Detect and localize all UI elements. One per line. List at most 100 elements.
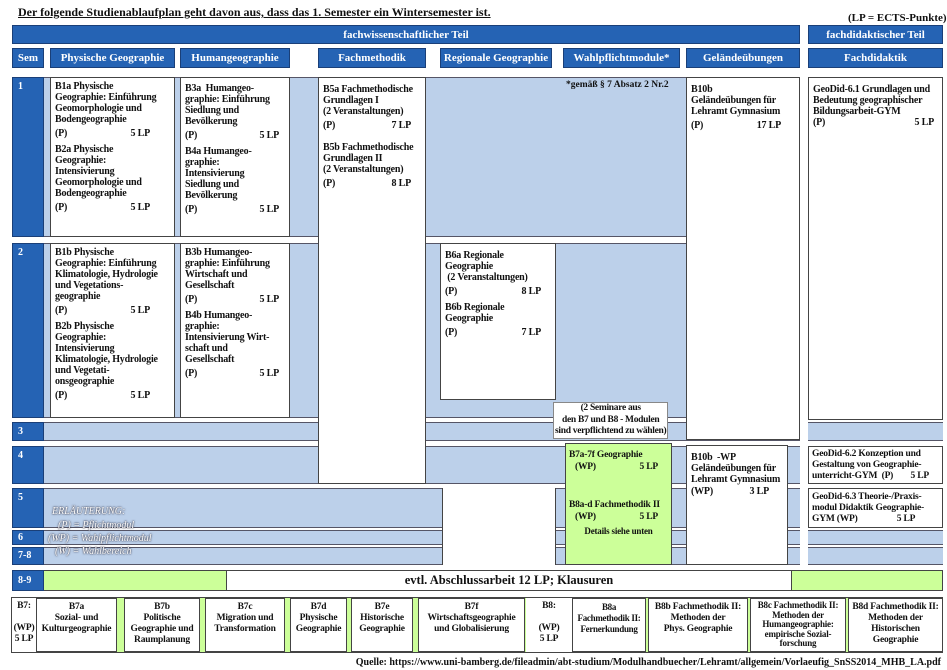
module-lp: 3 LP: [749, 486, 770, 497]
module-lp: 5 LP: [130, 305, 151, 316]
cell-b7f: B7f Wirtschaftsgeographie und Globalisie…: [418, 598, 525, 652]
module-lp: 5 LP: [259, 130, 280, 141]
header-wahlpflichtmodule: Wahlpflichtmodule*: [563, 48, 680, 68]
header-physische-geographie: Physische Geographie: [50, 48, 175, 68]
module-type: (P): [55, 128, 68, 139]
module-lp: 7 LP: [521, 327, 542, 338]
module-geodid-6-3: GeoDid-6.3 Theorie-/Praxis- modul Didakt…: [808, 488, 943, 528]
module-lp: 5 LP: [639, 512, 659, 522]
module-title: B1a Physische Geographie: Einführung Geo…: [55, 81, 157, 125]
legend-p: (P) = Pflichtmodul: [58, 520, 135, 531]
module-type: (WP): [575, 512, 596, 522]
module-b3b-b4b: B3b Humangeo- graphie: Einführung Wirtsc…: [180, 243, 290, 418]
sem-4: 4: [12, 446, 44, 484]
header-fachmethodik: Fachmethodik: [318, 48, 426, 68]
module-lp: 8 LP: [391, 178, 412, 189]
module-lp: 5 LP: [130, 128, 151, 139]
module-b3a-b4a: B3a Humangeo- graphie: Einführung Siedlu…: [180, 77, 290, 237]
module-b7-b8-wp: B7a-7f Geographie (WP) 5 LP B8a-d Fachmet…: [565, 443, 672, 565]
module-geodid-6-1: GeoDid-6.1 Grundlagen und Bedeutung geog…: [808, 77, 943, 420]
module-lp: 5 LP: [130, 202, 151, 213]
intro-text: Der folgende Studienablaufplan geht davo…: [18, 5, 491, 19]
cell-b8d: B8d Fachmethodik II: Methoden der Histor…: [848, 598, 943, 652]
module-b5a-b5b: B5a Fachmethodische Grundlagen I (2 Vera…: [318, 77, 426, 484]
section-gap: [800, 77, 808, 565]
header-humangeographie: Humangeographie: [180, 48, 290, 68]
source-link[interactable]: Quelle: https://www.uni-bamberg.de/filea…: [355, 657, 941, 668]
module-lp: 17 LP: [756, 120, 781, 131]
module-type: (P): [55, 202, 68, 213]
module-b10b-wp: B10b -WP Geländeübungen für Lehramt Gymn…: [686, 445, 788, 565]
sem-6: 6: [12, 530, 44, 545]
legend-title: ERLÄUTERUNG:: [52, 506, 126, 517]
section-fachwissenschaftlich: fachwissenschaftlicher Teil: [12, 25, 800, 44]
module-type: (P): [55, 305, 68, 316]
wp-seminar-note: (2 Seminare aus den B7 und B8 - Modulen …: [553, 402, 669, 439]
module-type: (P): [445, 327, 458, 338]
wp-footnote: *gemäß § 7 Absatz 2 Nr.2: [566, 80, 669, 90]
module-type: (P): [445, 286, 458, 297]
module-type: (P): [185, 368, 198, 379]
module-lp: 5 LP: [259, 368, 280, 379]
module-title: B6a Regionale Geographie (2 Veranstaltun…: [445, 250, 528, 283]
sem-2: 2: [12, 243, 44, 418]
sem-7-8: 7-8: [12, 547, 44, 565]
cell-b7e: B7e Historische Geographie: [351, 598, 413, 652]
module-type: (P): [323, 120, 336, 131]
header-gelaendeuebungen: Geländeübungen: [686, 48, 800, 68]
module-type: (P): [691, 120, 704, 131]
module-title: B3a Humangeo- graphie: Einführung Siedlu…: [185, 83, 270, 127]
module-lp: 7 LP: [391, 120, 412, 131]
header-regionale-geographie: Regionale Geographie: [440, 48, 552, 68]
module-title: B5a Fachmethodische Grundlagen I (2 Vera…: [323, 84, 413, 117]
module-type: (P): [185, 130, 198, 141]
module-title: B5b Fachmethodische Grundlagen II (2 Ver…: [323, 142, 414, 175]
module-lp: 5 LP: [914, 117, 935, 128]
module-b6a-b6b: B6a Regionale Geographie (2 Veranstaltun…: [440, 243, 556, 400]
details-note: Details siehe unten: [584, 526, 653, 536]
section-fachdidaktisch: fachdidaktischer Teil: [808, 25, 943, 44]
sem-5: 5: [12, 488, 44, 528]
module-title: B4b Humangeo- graphie: Intensivierung Wi…: [185, 310, 270, 365]
module-type: (P): [323, 178, 336, 189]
module-type: (WP): [691, 486, 713, 497]
lp-note: (LP = ECTS-Punkte): [848, 12, 947, 24]
module-title: B4a Humangeo- graphie: Intensivierung Si…: [185, 146, 252, 201]
cell-b8: B8: (WP) 5 LP: [526, 598, 572, 652]
cell-b7a: B7a Sozial- und Kulturgeographie: [36, 598, 117, 652]
module-type: (P): [185, 294, 198, 305]
cell-b7: B7: (WP) 5 LP: [12, 598, 36, 652]
module-lp: 5 LP: [130, 390, 151, 401]
legend-w: (W) = Wahlbereich: [55, 546, 132, 557]
module-title: B10b -WP Geländeübungen für Lehramt Gymn…: [691, 452, 781, 485]
module-type: (P): [813, 117, 826, 128]
module-title: B2a Physische Geographie: Intensivierung…: [55, 144, 142, 199]
module-title: B1b Physische Geographie: Einführung Kli…: [55, 247, 158, 302]
cell-b8c: B8c Fachmethodik II: Methoden der Humang…: [750, 598, 846, 652]
module-title: B8a-d Fachmethodik II: [569, 500, 660, 510]
header-fachdidaktik: Fachdidaktik: [808, 48, 943, 68]
module-lp: 5 LP: [639, 462, 659, 472]
module-b10b: B10b Geländeübungen für Lehramt Gymnasiu…: [686, 77, 800, 440]
module-type: (P): [55, 390, 68, 401]
sem-8-9: 8-9: [12, 570, 44, 591]
sem-3: 3: [12, 422, 44, 441]
module-title: GeoDid-6.1 Grundlagen und Bedeutung geog…: [813, 84, 930, 117]
module-type: (P): [185, 204, 198, 215]
module-title: B7a-7f Geographie: [569, 450, 643, 460]
cell-b8a: B8a Fachmethodik II: Fernerkundung: [572, 598, 646, 652]
module-title: B6b Regionale Geographie: [445, 302, 505, 324]
module-type: (WP): [575, 462, 596, 472]
legend-wp: (WP) = Wahlpflichtmodul: [48, 533, 152, 544]
module-lp: 5 LP: [259, 204, 280, 215]
cell-b7c: B7c Migration und Transformation: [205, 598, 285, 652]
module-title: B3b Humangeo- graphie: Einführung Wirtsc…: [185, 247, 270, 291]
header-sem: Sem: [12, 48, 44, 68]
cell-b7b: B7b Politische Geographie und Raumplanun…: [124, 598, 200, 652]
module-lp: 5 LP: [259, 294, 280, 305]
thesis-cell: evtl. Abschlussarbeit 12 LP; Klausuren: [226, 570, 792, 591]
cell-b7d: B7d Physische Geographie: [290, 598, 347, 652]
module-b1a-b2a: B1a Physische Geographie: Einführung Geo…: [50, 77, 175, 237]
module-title: B10b Geländeübungen für Lehramt Gymnasiu…: [691, 84, 781, 117]
module-geodid-6-2: GeoDid-6.2 Konzeption und Gestaltung von…: [808, 446, 943, 484]
